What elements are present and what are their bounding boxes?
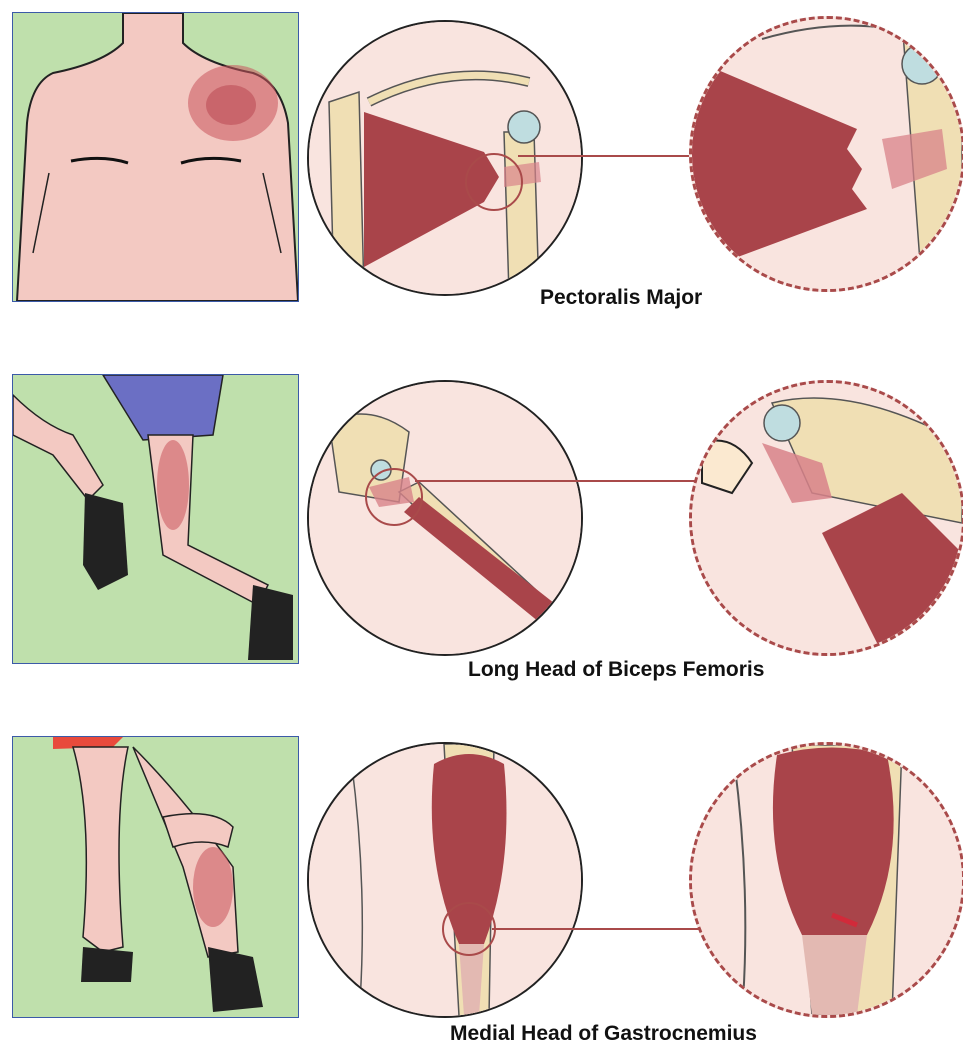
shoulder-anatomy-circle (307, 20, 583, 296)
panel-gastrocnemius: Medial Head of Gastrocnemius (0, 720, 963, 1044)
running-leg-illustration (12, 374, 299, 664)
panel-label: Long Head of Biceps Femoris (468, 658, 764, 682)
panel-biceps-femoris: Long Head of Biceps Femoris (0, 360, 963, 690)
connector-line (492, 928, 704, 930)
calf-anatomy-circle (307, 742, 583, 1018)
muscle-tear-closeup (689, 742, 963, 1018)
calf-holding-illustration (12, 736, 299, 1018)
panel-pectoralis-major: Pectoralis Major (0, 0, 963, 330)
panel-label: Medial Head of Gastrocnemius (450, 1022, 757, 1046)
hip-thigh-anatomy-circle (307, 380, 583, 656)
muscle-tear-closeup (689, 380, 963, 656)
muscle-tear-closeup (689, 16, 963, 292)
connector-line (415, 480, 705, 482)
connector-line (518, 155, 703, 157)
chest-illustration (12, 12, 299, 302)
panel-label: Pectoralis Major (540, 286, 702, 310)
